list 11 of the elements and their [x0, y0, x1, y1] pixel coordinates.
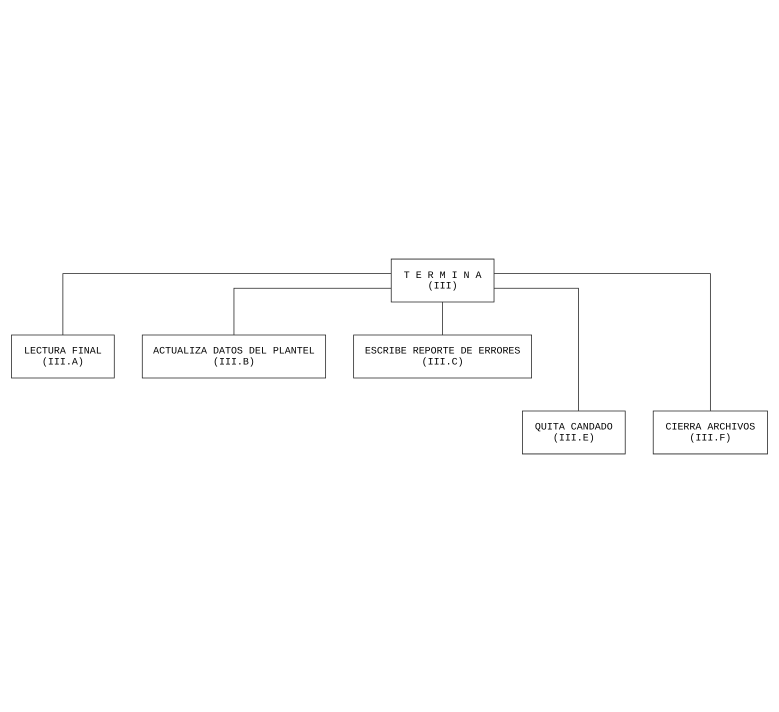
- node-box: ESCRIBE REPORTE DE ERRORES (III.C): [353, 334, 532, 378]
- node-box: LECTURA FINAL (III.A): [11, 334, 115, 378]
- node-box: QUITA CANDADO (III.E): [522, 410, 626, 454]
- node-box: T E R M I N A (III): [390, 258, 494, 302]
- connector: [234, 287, 392, 335]
- connector: [62, 272, 392, 335]
- connector: [494, 287, 579, 411]
- connector: [494, 272, 711, 411]
- connector: [442, 301, 443, 335]
- node-box: CIERRA ARCHIVOS (III.F): [652, 410, 768, 454]
- node-box: ACTUALIZA DATOS DEL PLANTEL (III.B): [142, 334, 326, 378]
